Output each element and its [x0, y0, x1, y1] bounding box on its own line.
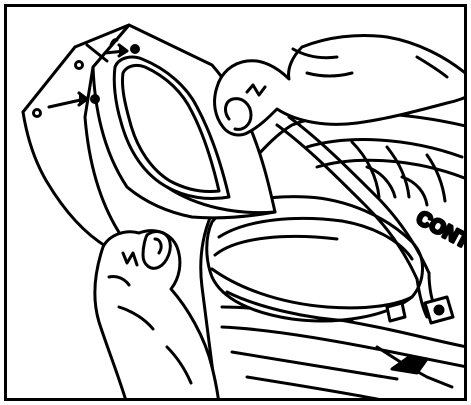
hinge-pin-icon	[132, 46, 139, 53]
line-illustration: CONT	[7, 7, 467, 401]
hinge-pin-icon	[92, 96, 99, 103]
illustration-frame: CONT	[4, 4, 467, 401]
